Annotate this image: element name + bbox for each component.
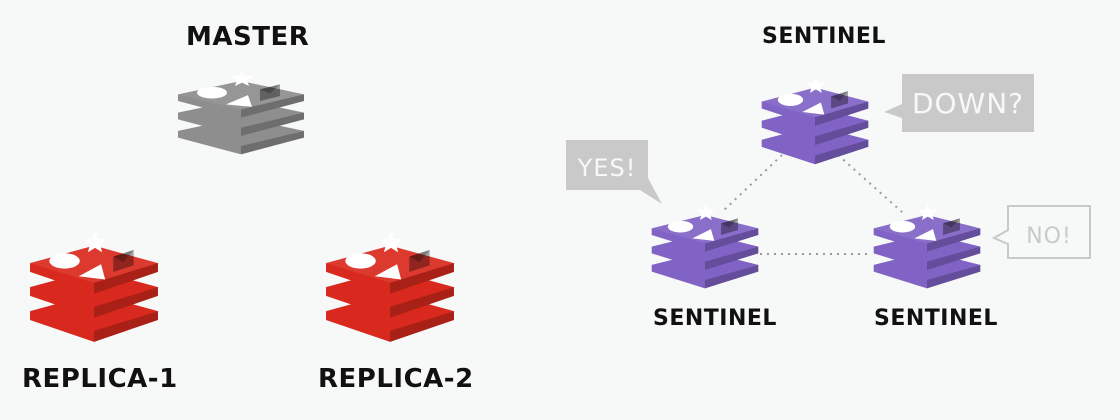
master-redis-icon	[176, 66, 306, 156]
sentinel-top-label: SENTINEL	[762, 24, 886, 49]
master-label: MASTER	[186, 22, 310, 52]
sentinel-left-redis-icon	[650, 200, 760, 290]
sentinel-right-label: SENTINEL	[874, 306, 998, 331]
replica-1-label: REPLICA-1	[22, 364, 178, 394]
link-top-right	[837, 154, 903, 213]
sentinel-left-label: SENTINEL	[653, 306, 777, 331]
replica-2-label: REPLICA-2	[318, 364, 474, 394]
replica-1-redis-icon	[28, 226, 160, 344]
replica-2-redis-icon	[324, 226, 456, 344]
sentinel-top-redis-icon	[760, 72, 870, 166]
sentinel-right-redis-icon	[872, 200, 982, 290]
